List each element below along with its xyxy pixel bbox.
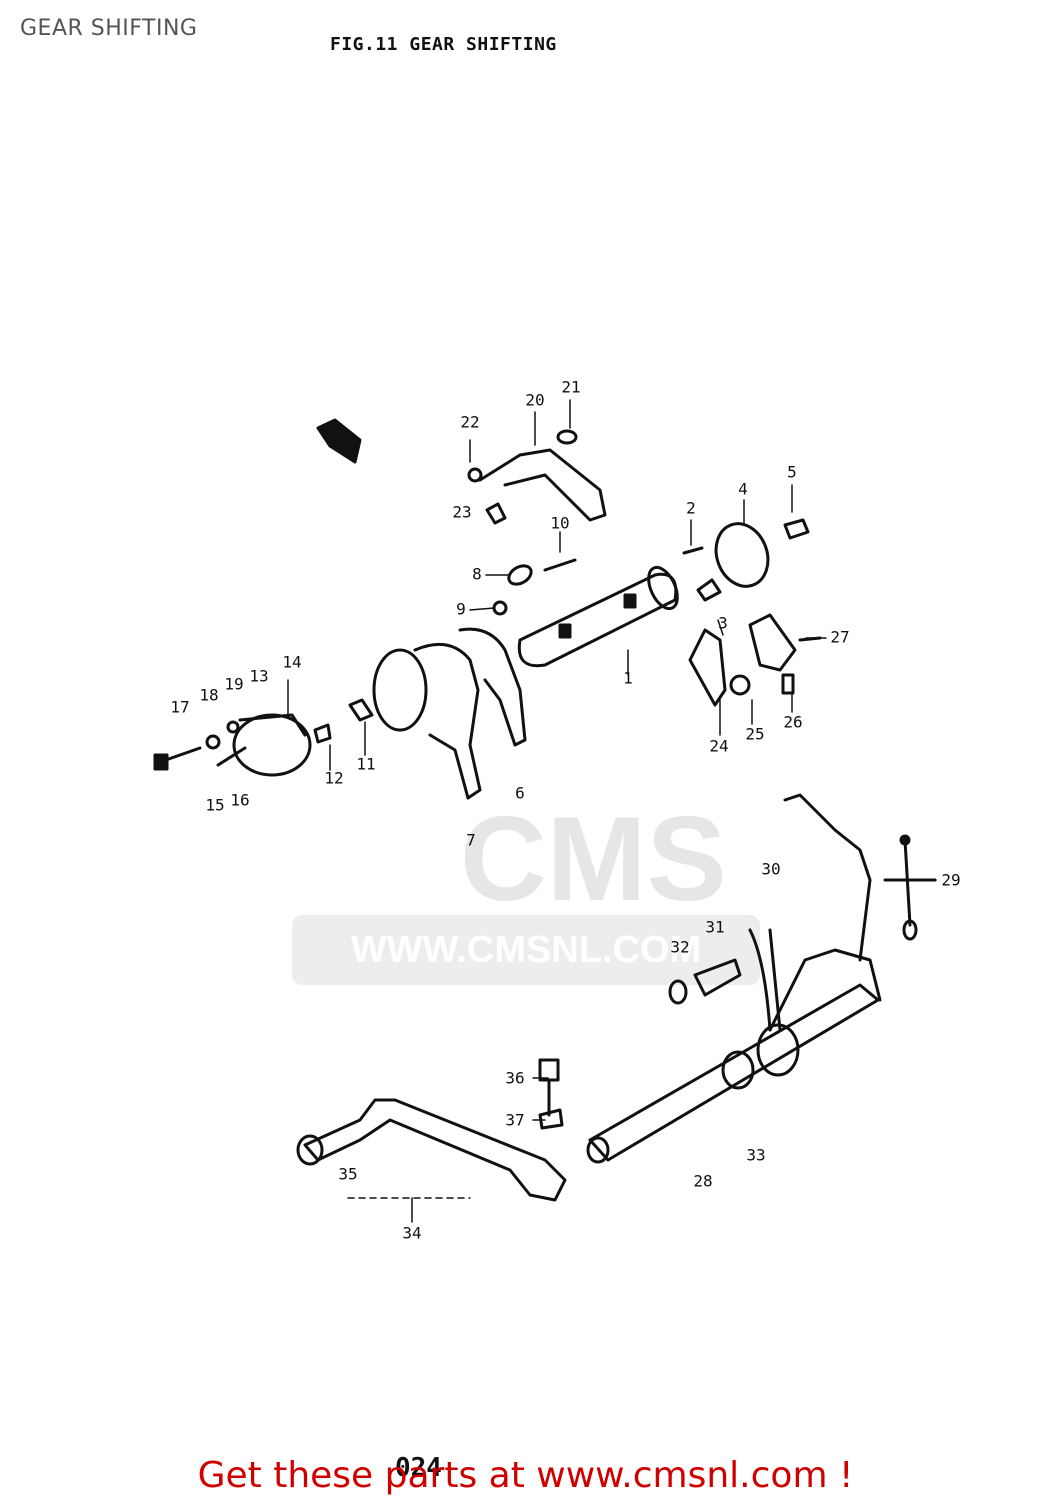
upper-bracket [478,448,607,522]
gearshift-lever [303,1098,567,1202]
callout-26: 26 [783,712,803,732]
callout-36: 36 [505,1068,525,1088]
callout-35: 35 [338,1164,358,1184]
callout-4: 4 [738,479,748,499]
callout-12: 12 [324,768,344,788]
shift-fork-6 [458,627,527,747]
callout-13: 13 [249,666,269,686]
page-number: 024 [395,1453,442,1483]
callout-21: 21 [561,377,581,397]
callout-3: 3 [718,613,728,633]
callout-5: 5 [787,462,797,482]
page-title: GEAR SHIFTING [20,16,198,41]
callout-24: 24 [709,736,729,756]
callout-18: 18 [199,685,219,705]
cam-plate [714,522,770,588]
callout-14: 14 [282,652,302,672]
callout-19: 19 [224,674,244,694]
watermark-url: WWW.CMSNL.COM [292,915,760,985]
callout-22: 22 [460,412,480,432]
callout-15: 15 [205,795,225,815]
front-arrow-icon [316,418,362,464]
callout-27: 27 [830,627,850,647]
shift-drum [517,572,678,668]
shift-arm [783,793,872,962]
callout-25: 25 [745,724,765,744]
callout-23: 23 [452,502,472,522]
callout-30: 30 [761,859,781,879]
gearshift-shaft [588,983,880,1162]
callout-1: 1 [623,668,633,688]
callout-28: 28 [693,1171,713,1191]
callout-31: 31 [705,917,725,937]
callout-2: 2 [686,498,696,518]
callout-33: 33 [746,1145,766,1165]
callout-7: 7 [466,830,476,850]
callout-6: 6 [515,783,525,803]
callout-34: 34 [402,1223,422,1243]
side-cover [232,713,312,777]
callout-37: 37 [505,1110,525,1130]
callout-20: 20 [525,390,545,410]
callout-8: 8 [472,564,482,584]
callout-10: 10 [550,513,570,533]
callout-9: 9 [456,599,466,619]
watermark-brand: CMS [460,792,727,926]
stopper-plate [688,628,727,707]
shift-fork-7 [372,648,428,732]
callout-16: 16 [230,790,250,810]
callout-17: 17 [170,697,190,717]
callout-29: 29 [941,870,961,890]
cta-link[interactable]: Get these parts at www.cmsnl.com ! [197,1455,854,1496]
figure-title: FIG.11 GEAR SHIFTING [330,34,557,55]
callout-11: 11 [356,754,376,774]
callout-32: 32 [670,937,690,957]
